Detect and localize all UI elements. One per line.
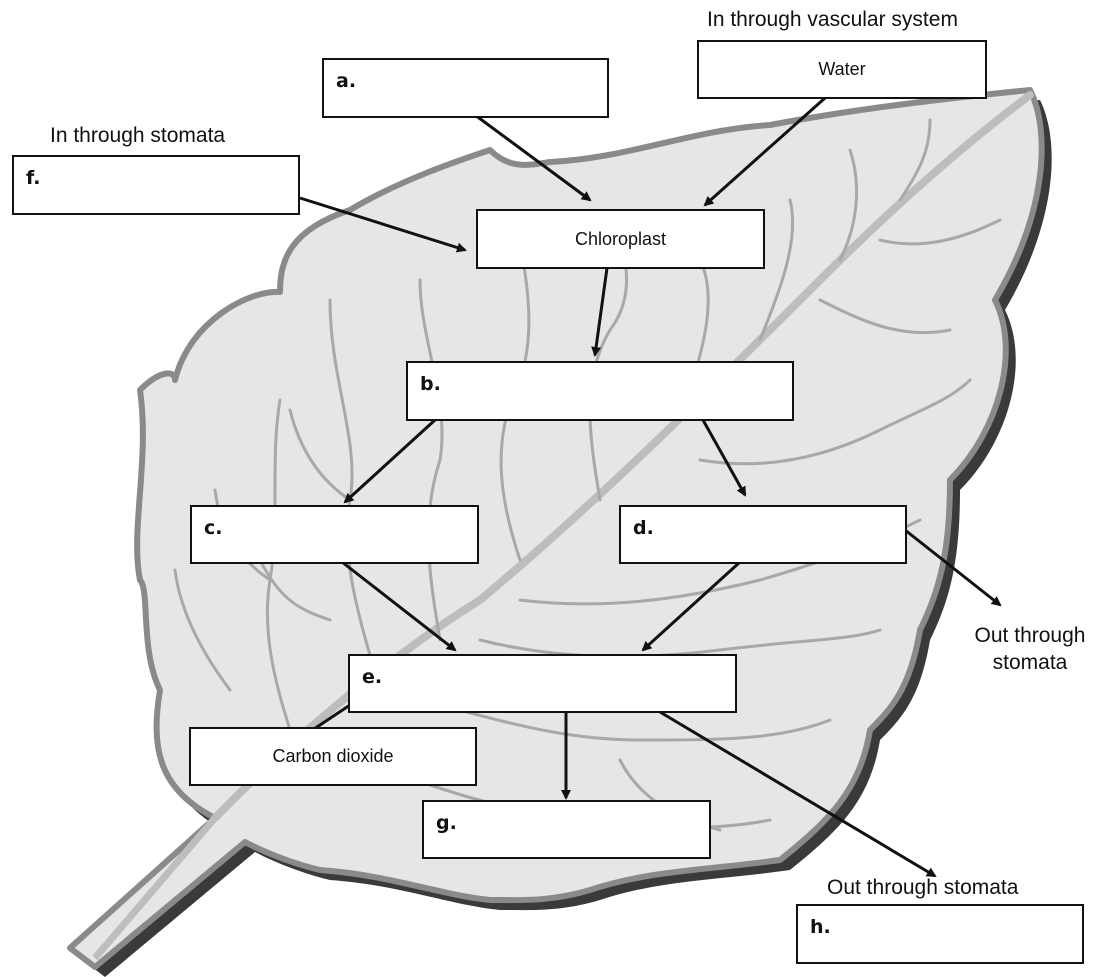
caption-out-bottom: Out through stomata — [827, 876, 1018, 900]
box-h[interactable]: h. — [796, 904, 1084, 964]
box-b-label: b. — [420, 373, 441, 395]
box-e-label: e. — [362, 666, 382, 688]
caption-vascular: In through vascular system — [707, 8, 958, 32]
box-water[interactable]: Water — [697, 40, 987, 99]
box-c[interactable]: c. — [190, 505, 479, 564]
box-b[interactable]: b. — [406, 361, 794, 421]
box-h-label: h. — [810, 916, 831, 938]
caption-out-right-line1: Out through — [950, 622, 1110, 649]
caption-out-right: Out through stomata — [950, 622, 1110, 676]
box-a[interactable]: a. — [322, 58, 609, 118]
box-carbon-dioxide-text: Carbon dioxide — [191, 729, 475, 784]
box-carbon-dioxide[interactable]: Carbon dioxide — [189, 727, 477, 786]
box-chloroplast[interactable]: Chloroplast — [476, 209, 765, 269]
caption-out-right-line2: stomata — [950, 649, 1110, 676]
box-g-label: g. — [436, 812, 457, 834]
box-f-label: f. — [26, 167, 40, 189]
box-d[interactable]: d. — [619, 505, 907, 564]
box-a-label: a. — [336, 70, 356, 92]
box-water-text: Water — [699, 42, 985, 97]
box-chloroplast-text: Chloroplast — [478, 211, 763, 267]
box-d-label: d. — [633, 517, 654, 539]
box-e[interactable]: e. — [348, 654, 737, 713]
box-c-label: c. — [204, 517, 222, 539]
box-g[interactable]: g. — [422, 800, 711, 859]
box-f[interactable]: f. — [12, 155, 300, 215]
caption-stomata-in: In through stomata — [50, 124, 225, 148]
